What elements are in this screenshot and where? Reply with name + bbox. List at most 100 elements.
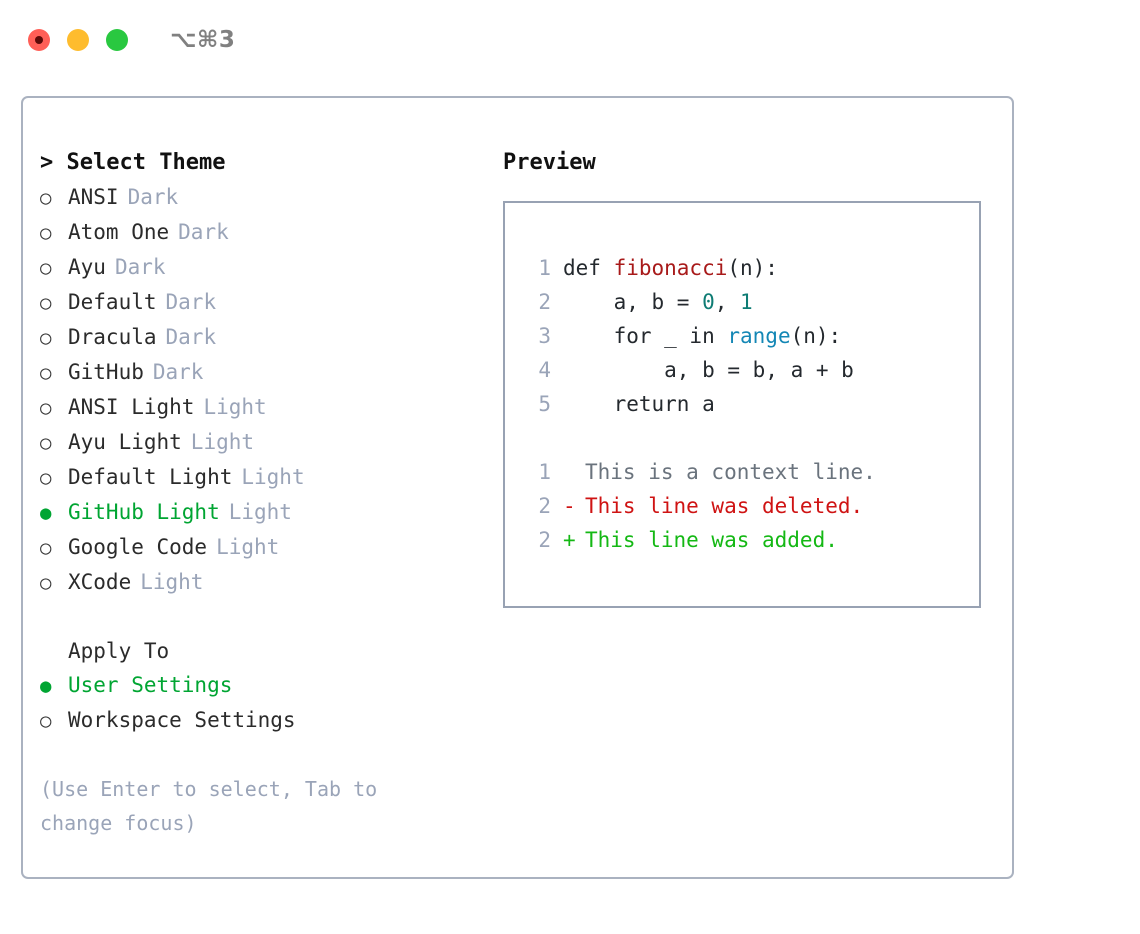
theme-option-label: Google Code xyxy=(68,535,208,559)
diff-line-text: -This line was deleted. xyxy=(563,489,863,523)
theme-variant-badge: Dark xyxy=(152,360,204,384)
theme-option-label: XCode xyxy=(68,570,132,594)
diff-content: This line was added. xyxy=(585,528,838,552)
theme-option-label: Ayu xyxy=(68,255,106,279)
radio-unselected-icon: ○ xyxy=(40,397,52,419)
code-line: 1 def fibonacci(n): xyxy=(523,251,979,285)
zoom-button[interactable] xyxy=(106,29,128,51)
token-num: 0 xyxy=(702,290,715,314)
line-number: 1 xyxy=(538,460,551,484)
apply-to-heading: Apply To xyxy=(68,639,170,663)
code-line-text: def fibonacci(n): xyxy=(563,251,778,285)
theme-variant-badge: Dark xyxy=(165,325,217,349)
radio-unselected-icon: ○ xyxy=(40,292,52,314)
diff-sign: + xyxy=(563,528,576,552)
theme-variant-badge: Dark xyxy=(114,255,166,279)
code-line-text: return a xyxy=(563,387,715,421)
diff-sign: - xyxy=(563,494,576,518)
radio-unselected-icon: ○ xyxy=(40,432,52,454)
apply-to-option-label: User Settings xyxy=(68,673,233,697)
token-plain: for _ in xyxy=(563,324,728,348)
theme-variant-badge: Light xyxy=(203,395,267,419)
code-line: 2 a, b = 0, 1 xyxy=(523,285,979,319)
theme-option-default[interactable]: ○ Default Dark xyxy=(40,285,485,320)
theme-option-label: Dracula xyxy=(68,325,157,349)
token-fn: fibonacci xyxy=(613,256,728,280)
preview-title: Preview xyxy=(503,150,596,175)
theme-option-github-light[interactable]: ● GitHub Light Light xyxy=(40,495,485,530)
radio-unselected-icon: ○ xyxy=(40,257,52,279)
theme-option-label: Default xyxy=(68,290,157,314)
diff-line-text: + This line was added. xyxy=(563,523,838,557)
theme-option-label: GitHub Light xyxy=(68,500,220,524)
panel-title: > Select Theme xyxy=(40,146,485,180)
theme-variant-badge: Dark xyxy=(127,185,179,209)
theme-option-label: ANSI xyxy=(68,185,119,209)
diff-content: This line was deleted. xyxy=(585,494,864,518)
radio-selected-icon: ● xyxy=(40,675,52,697)
radio-unselected-icon: ○ xyxy=(40,362,52,384)
line-number: 3 xyxy=(538,324,551,348)
theme-option-label: ANSI Light xyxy=(68,395,195,419)
apply-to-option-workspace-settings[interactable]: ○ Workspace Settings xyxy=(40,703,485,738)
theme-option-label: GitHub xyxy=(68,360,144,384)
theme-option-label: Ayu Light xyxy=(68,430,182,454)
line-number: 1 xyxy=(538,256,551,280)
theme-variant-badge: Light xyxy=(228,500,292,524)
theme-option-atom-one[interactable]: ○ Atom One Dark xyxy=(40,215,485,250)
apply-to-option-label: Workspace Settings xyxy=(68,708,296,732)
line-number: 5 xyxy=(538,392,551,416)
theme-option-ansi[interactable]: ○ ANSI Dark xyxy=(40,180,485,215)
keyboard-hint: (Use Enter to select, Tab to change focu… xyxy=(40,777,390,835)
token-plain: a, b = b, a + b xyxy=(563,358,854,382)
code-line: 5 return a xyxy=(523,387,979,421)
diff-line-ctx: 1 This is a context line. xyxy=(523,455,979,489)
theme-variant-badge: Light xyxy=(241,465,305,489)
token-plain: (n): xyxy=(790,324,842,348)
theme-variant-badge: Dark xyxy=(165,290,217,314)
diff-line-add: 2 + This line was added. xyxy=(523,523,979,557)
theme-variant-badge: Light xyxy=(216,535,280,559)
radio-unselected-icon: ○ xyxy=(40,467,52,489)
radio-unselected-icon: ○ xyxy=(40,222,52,244)
theme-option-ayu[interactable]: ○ Ayu Dark xyxy=(40,250,485,285)
radio-unselected-icon: ○ xyxy=(40,710,52,732)
line-number: 2 xyxy=(538,290,551,314)
window-controls xyxy=(28,29,128,51)
close-icon xyxy=(35,36,43,44)
theme-option-ansi-light[interactable]: ○ ANSI Light Light xyxy=(40,390,485,425)
theme-variant-badge: Light xyxy=(140,570,204,594)
line-number: 2 xyxy=(538,528,551,552)
close-button[interactable] xyxy=(28,29,50,51)
diff-sample: 1 This is a context line.2-This line was… xyxy=(523,455,979,557)
diff-line-text: This is a context line. xyxy=(563,455,876,489)
radio-selected-icon: ● xyxy=(40,502,52,524)
token-plain: a, b = xyxy=(563,290,703,314)
code-line-text: a, b = b, a + b xyxy=(563,353,854,387)
radio-unselected-icon: ○ xyxy=(40,187,52,209)
title-bar: ⌥⌘3 xyxy=(0,0,1140,80)
apply-to-option-user-settings[interactable]: ● User Settings xyxy=(40,668,485,703)
theme-option-github[interactable]: ○ GitHub Dark xyxy=(40,355,485,390)
minimize-button[interactable] xyxy=(67,29,89,51)
line-number: 4 xyxy=(538,358,551,382)
code-line: 4 a, b = b, a + b xyxy=(523,353,979,387)
diff-sign xyxy=(563,455,585,489)
keyboard-shortcut-label: ⌥⌘3 xyxy=(170,27,236,53)
token-plain: (n): xyxy=(727,256,778,280)
theme-option-label: Atom One xyxy=(68,220,170,244)
theme-variant-badge: Dark xyxy=(178,220,229,244)
code-line-text: a, b = 0, 1 xyxy=(563,285,753,319)
token-call: range xyxy=(727,324,791,348)
token-plain: return a xyxy=(563,392,715,416)
